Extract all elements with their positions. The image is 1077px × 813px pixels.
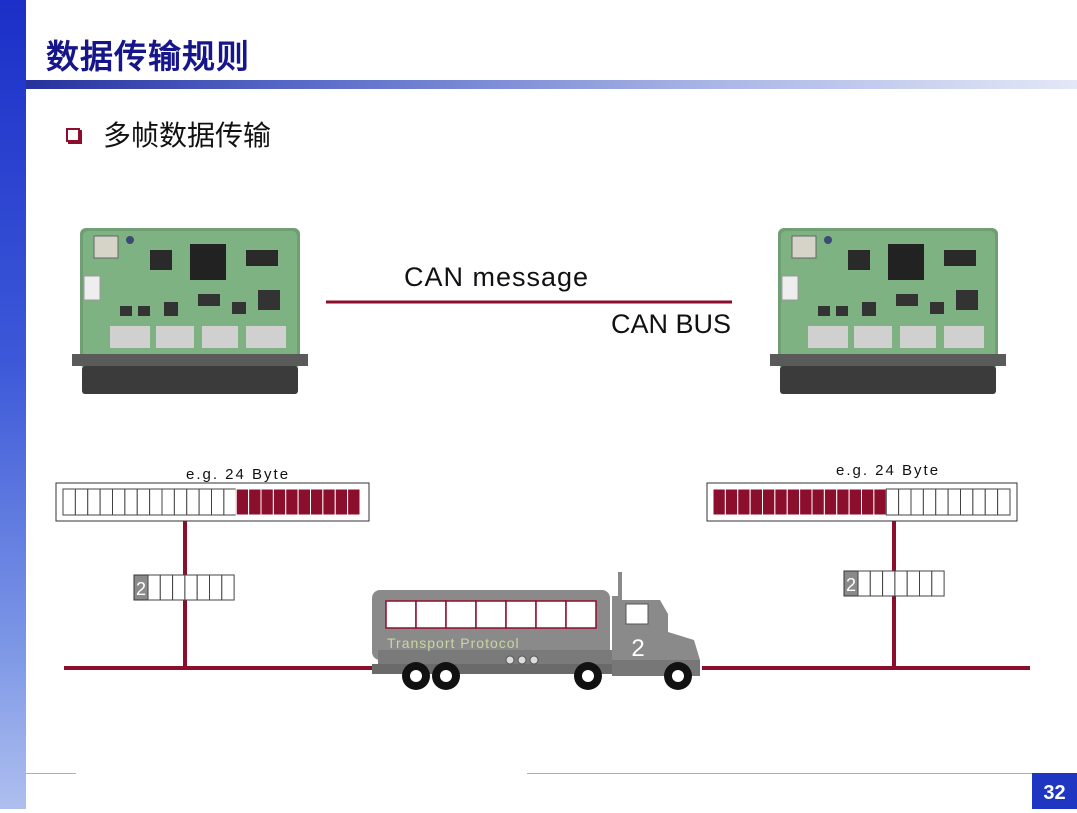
right-buffer-cell: [972, 488, 986, 516]
left-buffer-cell: [74, 488, 89, 516]
truck-cargo-cell: [415, 600, 447, 629]
left-buffer-cell: [260, 488, 274, 516]
right-buffer-cells: [712, 488, 1011, 516]
right-buffer-cell: [898, 488, 912, 516]
right-buffer-cell: [823, 488, 838, 516]
ecu-right-image: [769, 227, 1007, 395]
can-message-label: CAN message: [404, 262, 590, 292]
right-buffer-cell: [984, 488, 999, 516]
slide-title: 数据传输规则: [46, 37, 250, 76]
left-buffer-cell: [235, 488, 250, 516]
right-packet-cell: [906, 570, 921, 597]
right-buffer-cell: [749, 488, 763, 516]
footer-line-right: [527, 773, 1032, 774]
left-packet-cell: [221, 574, 235, 601]
right-packet-cell: [882, 570, 896, 597]
right-buffer-cell: [737, 488, 751, 516]
footer-line-left: [26, 773, 76, 774]
right-buffer-cell: [762, 488, 776, 516]
right-buffer-cell: [947, 488, 961, 516]
truck-cargo-cell: [565, 600, 597, 629]
left-buffer-cell: [186, 488, 200, 516]
right-buffer-cell: [848, 488, 862, 516]
left-buffer-cell: [198, 488, 212, 516]
left-buffer-cell: [173, 488, 188, 516]
right-packet-cell: [894, 570, 908, 597]
right-packet-cell: [931, 570, 945, 597]
left-buffer-cell: [334, 488, 349, 516]
left-accent-bar: [0, 0, 26, 809]
left-packet-cell: [147, 574, 161, 601]
right-buffer-label: e.g. 24 Byte: [836, 462, 941, 479]
left-buffer-cell: [211, 488, 225, 516]
truck-cargo-cell: [505, 600, 537, 629]
truck-cargo-cell: [385, 600, 417, 629]
left-buffer-cell: [136, 488, 151, 516]
right-buffer-cell: [836, 488, 850, 516]
left-buffer-cell: [99, 488, 113, 516]
left-packet-cell: [184, 574, 198, 601]
right-packet-cell: [919, 570, 933, 597]
ecu-left-image: [71, 227, 309, 395]
right-buffer-cell: [712, 488, 726, 516]
left-buffer-cell: [297, 488, 311, 516]
right-buffer-cell: [922, 488, 937, 516]
left-buffer-cell: [310, 488, 324, 516]
truck-label: Transport Protocol: [387, 635, 520, 651]
right-buffer-cell: [910, 488, 924, 516]
truck-cargo-cell: [445, 600, 477, 629]
left-buffer-cell: [248, 488, 262, 516]
left-buffer-cell: [223, 488, 237, 516]
right-buffer-cell: [885, 488, 900, 516]
title-underline: [26, 80, 1077, 89]
right-buffer-cell: [799, 488, 813, 516]
left-buffer-cell: [62, 488, 76, 516]
truck-cargo-cell: [475, 600, 507, 629]
left-packet-seq-number: 2: [136, 579, 146, 599]
truck-icon: [372, 572, 700, 690]
truck-cargo-cells: [385, 600, 597, 629]
left-packet-cell: [159, 574, 174, 601]
left-buffer-cell: [161, 488, 175, 516]
left-buffer-cell: [285, 488, 299, 516]
can-bus-label: CAN BUS: [611, 309, 732, 339]
right-buffer-cell: [811, 488, 825, 516]
right-buffer-cell: [774, 488, 788, 516]
truck-number: 2: [631, 635, 644, 662]
left-packet-cell: [172, 574, 186, 601]
left-buffer-cell: [124, 488, 138, 516]
right-buffer-cell: [873, 488, 887, 516]
right-packet-cell: [857, 570, 871, 597]
left-buffer-cell: [87, 488, 101, 516]
right-buffer-cell: [960, 488, 974, 516]
left-buffer-cell: [112, 488, 126, 516]
right-packet-cell: [869, 570, 884, 597]
left-buffer-cells: [62, 488, 361, 516]
left-buffer-label: e.g. 24 Byte: [186, 466, 291, 483]
left-buffer-cell: [149, 488, 163, 516]
left-buffer-cell: [322, 488, 336, 516]
left-packet-cell: [196, 574, 210, 601]
right-buffer-cell: [724, 488, 739, 516]
right-buffer-cell: [786, 488, 801, 516]
truck-cargo-cell: [535, 600, 567, 629]
left-packet-cells: [147, 574, 235, 601]
right-packet-cells: [857, 570, 945, 597]
bullet-text: 多帧数据传输: [103, 119, 272, 152]
left-buffer-cell: [272, 488, 287, 516]
right-buffer-cell: [997, 488, 1011, 516]
right-buffer-cell: [935, 488, 949, 516]
square-bullet-icon: [66, 128, 80, 142]
left-packet-cell: [209, 574, 223, 601]
left-buffer-cell: [347, 488, 361, 516]
right-buffer-cell: [861, 488, 875, 516]
page-number: 32: [1032, 773, 1077, 809]
right-packet-seq-number: 2: [846, 575, 856, 595]
